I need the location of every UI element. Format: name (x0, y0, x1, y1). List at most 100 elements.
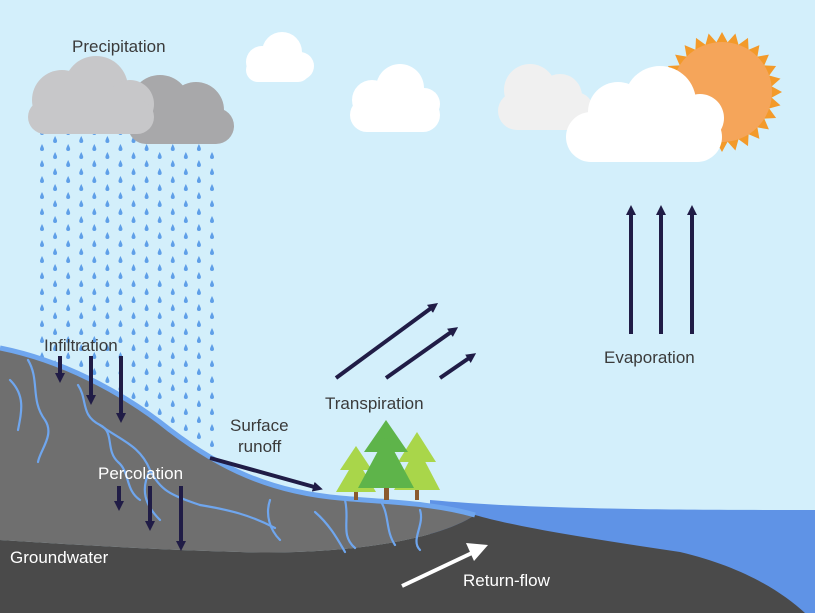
raindrop-icon (40, 304, 44, 312)
raindrop-icon (40, 272, 44, 280)
raindrop-icon (170, 272, 175, 280)
raindrop-icon (118, 240, 123, 248)
raindrop-icon (66, 320, 71, 328)
raindrop-icon (210, 392, 214, 400)
raindrop-icon (105, 360, 110, 368)
raindrop-icon (66, 176, 71, 184)
raindrop-icon (131, 232, 136, 240)
raindrop-icon (157, 392, 162, 400)
raindrop-icon (157, 328, 162, 336)
raindrop-icon (210, 440, 214, 448)
raindrop-icon (79, 184, 84, 192)
raindrop-icon (144, 304, 149, 312)
raindrop-icon (157, 264, 162, 272)
cloud-icon (566, 66, 724, 162)
raindrop-icon (105, 232, 110, 240)
raindrop-icon (92, 160, 97, 168)
raindrop-icon (157, 248, 162, 256)
raindrop-icon (196, 144, 201, 152)
raindrop-icon (131, 392, 136, 400)
raindrop-icon (53, 136, 58, 144)
raindrop-icon (144, 144, 149, 152)
surface-runoff-label-line2: runoff (238, 437, 281, 456)
raindrop-icon (131, 184, 136, 192)
evaporation-label: Evaporation (604, 348, 695, 367)
raindrop-icon (157, 184, 162, 192)
raindrop-icon (144, 224, 149, 232)
raindrop-icon (92, 320, 97, 328)
raindrop-icon (66, 336, 71, 344)
raindrop-icon (118, 336, 123, 344)
cloud-icon (350, 64, 440, 132)
raindrop-icon (157, 376, 162, 384)
raindrop-icon (210, 168, 214, 176)
cloud-icon (246, 32, 314, 82)
raindrop-icon (40, 288, 44, 296)
raindrop-icon (170, 400, 175, 408)
raindrop-icon (79, 216, 84, 224)
raindrop-icon (79, 168, 84, 176)
raindrop-icon (144, 160, 149, 168)
raindrop-icon (170, 208, 175, 216)
raindrop-icon (105, 312, 110, 320)
raindrop-icon (40, 320, 44, 328)
raindrop-icon (105, 280, 110, 288)
raindrop-icon (92, 304, 97, 312)
raindrop-icon (210, 312, 214, 320)
raindrop-icon (210, 248, 214, 256)
transpiration-arrow (334, 303, 439, 380)
raindrop-icon (210, 296, 214, 304)
raindrop-icon (183, 152, 188, 160)
raindrop-icon (105, 344, 110, 352)
raindrop-icon (53, 280, 58, 288)
raindrop-icon (196, 176, 201, 184)
raindrop-icon (183, 312, 188, 320)
raindrop-icon (118, 256, 123, 264)
raindrop-icon (118, 208, 123, 216)
surface-runoff-arrow (209, 456, 323, 492)
cloud-icon (498, 64, 594, 130)
raindrop-icon (170, 144, 175, 152)
raindrop-icon (183, 216, 188, 224)
raindrop-icon (118, 144, 123, 152)
raindrop-icon (196, 304, 201, 312)
transpiration-arrows (334, 303, 477, 380)
raindrop-icon (92, 144, 97, 152)
raindrop-icon (79, 264, 84, 272)
raindrop-icon (157, 216, 162, 224)
percolation-label: Percolation (98, 464, 183, 483)
raindrop-icon (53, 264, 58, 272)
raindrop-icon (170, 176, 175, 184)
raindrop-icon (131, 168, 136, 176)
raindrop-icon (183, 408, 188, 416)
raindrop-icon (170, 384, 175, 392)
raindrop-icon (210, 424, 214, 432)
raindrop-icon (131, 376, 136, 384)
raindrop-icon (53, 232, 58, 240)
raindrop-icon (79, 280, 84, 288)
raindrop-icon (210, 264, 214, 272)
raindrop-icon (92, 224, 97, 232)
raindrop-icon (79, 200, 84, 208)
transpiration-label: Transpiration (325, 394, 424, 413)
raindrop-icon (170, 368, 175, 376)
raindrop-icon (131, 280, 136, 288)
raindrop-icon (131, 200, 136, 208)
raindrop-icon (66, 352, 71, 360)
raindrop-icon (79, 232, 84, 240)
raindrop-icon (66, 192, 71, 200)
raindrop-icon (40, 224, 44, 232)
raindrop-icon (157, 232, 162, 240)
raindrop-icon (92, 208, 97, 216)
raindrop-icon (210, 232, 214, 240)
raindrop-icon (210, 200, 214, 208)
raindrop-icon (210, 152, 214, 160)
raindrop-icon (118, 320, 123, 328)
raindrop-icon (144, 320, 149, 328)
raindrop-icon (40, 128, 214, 472)
raindrop-icon (170, 240, 175, 248)
raindrop-icon (183, 184, 188, 192)
evaporation-arrows (626, 205, 697, 334)
raindrop-icon (196, 240, 201, 248)
raindrop-icon (196, 368, 201, 376)
